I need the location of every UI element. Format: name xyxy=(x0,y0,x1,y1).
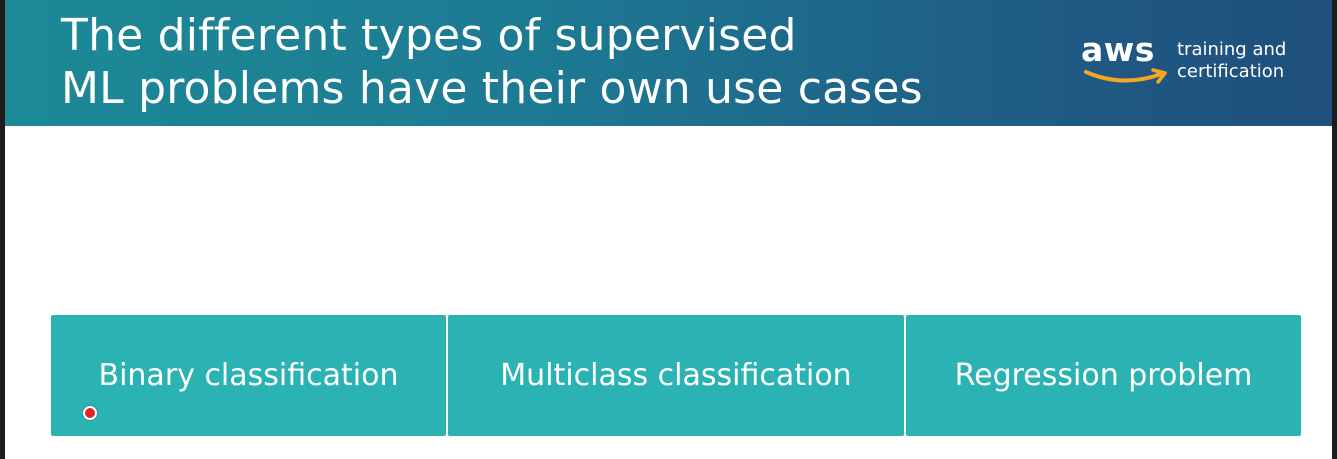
slide-title: The different types of supervised ML pro… xyxy=(61,9,923,115)
aws-training-logo: aws training and certification xyxy=(1081,30,1311,100)
window-edge xyxy=(1332,0,1337,459)
regression-problem-box: Regression problem xyxy=(906,315,1301,436)
slide-title-line-2: ML problems have their own use cases xyxy=(61,63,923,114)
binary-classification-box: Binary classification xyxy=(51,315,446,436)
regression-problem-label: Regression problem xyxy=(954,358,1253,393)
aws-smile-arrow-icon xyxy=(1084,68,1167,84)
binary-classification-label: Binary classification xyxy=(98,358,399,393)
slide: The different types of supervised ML pro… xyxy=(5,0,1332,459)
logo-tagline-line-2: certification xyxy=(1177,61,1285,82)
logo-tagline: training and certification xyxy=(1177,39,1286,83)
multiclass-classification-box: Multiclass classification xyxy=(448,315,904,436)
logo-brand-text: aws xyxy=(1081,30,1155,69)
multiclass-classification-label: Multiclass classification xyxy=(500,358,852,393)
slide-title-line-1: The different types of supervised xyxy=(61,10,797,61)
slide-header: The different types of supervised ML pro… xyxy=(5,0,1332,126)
laser-pointer-dot-icon xyxy=(85,408,95,418)
logo-tagline-line-1: training and xyxy=(1177,39,1287,60)
problem-types-row: Binary classification Multiclass classif… xyxy=(5,315,1332,436)
